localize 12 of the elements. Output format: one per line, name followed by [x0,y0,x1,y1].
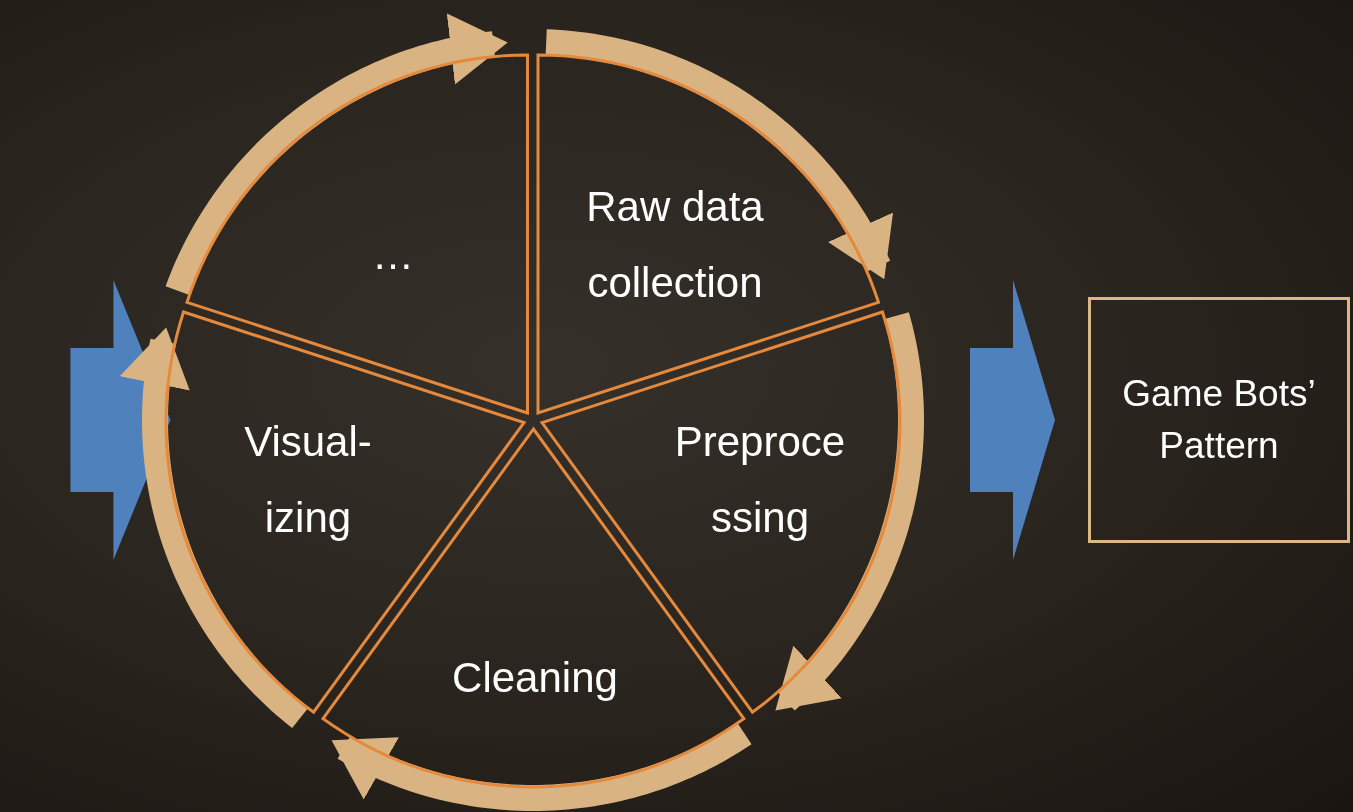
cycle-arrow [775,309,924,711]
block-arrow [70,280,171,560]
cycle-arrow [119,327,309,729]
step-label: … [371,230,415,280]
cycle-arrow [331,722,752,811]
step-label: Preproce ssing [673,417,847,543]
block-arrow [970,280,1055,560]
step-label: Visual- izing [243,417,373,543]
result-box [1088,297,1350,543]
result-label: Game Bots’ Pattern [1121,372,1317,468]
step-label: Cleaning [451,653,619,703]
step-label: Raw data collection [585,182,765,308]
